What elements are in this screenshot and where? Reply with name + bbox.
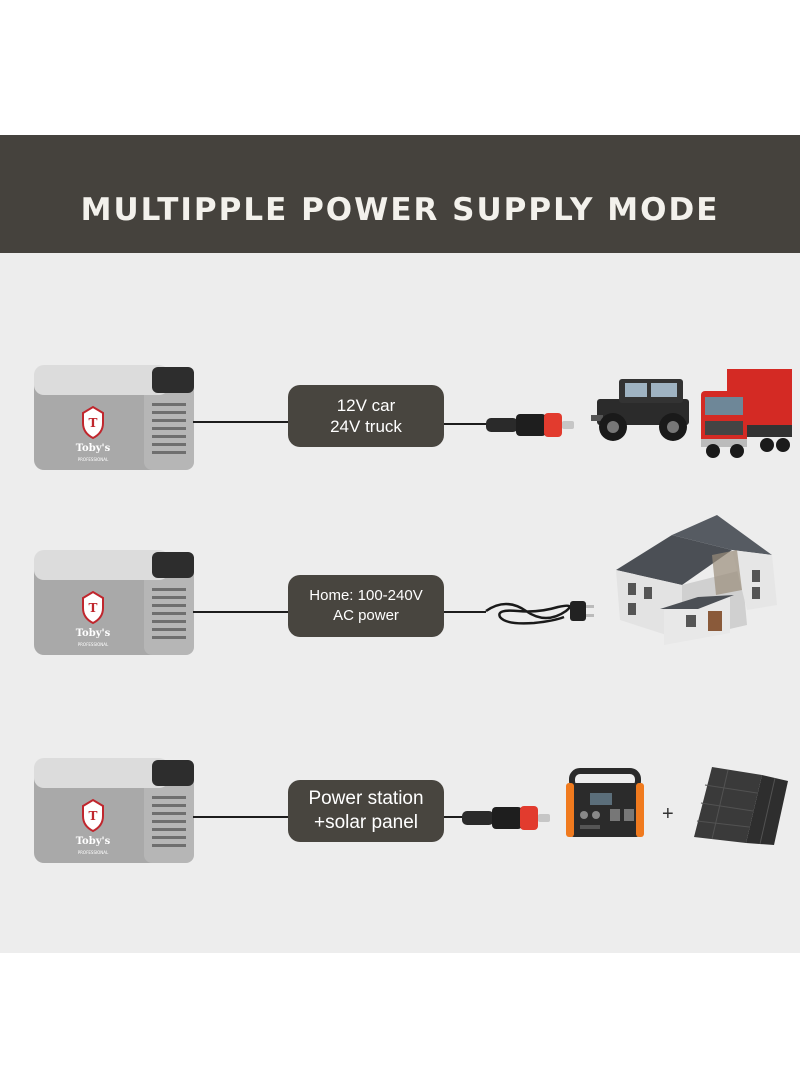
power-station-icon: [566, 768, 644, 837]
page-title: MULTIPPLE POWER SUPPLY MODE: [80, 192, 720, 228]
svg-text:T: T: [89, 416, 98, 430]
mode-line1: Power station: [308, 788, 424, 809]
svg-text:T: T: [89, 809, 98, 823]
mode-label-car: 12V car 24V truck: [288, 385, 444, 447]
mode-row-power-station: T Toby's PROFESSIONAL Power station +sol…: [0, 753, 800, 883]
power-cable: [193, 421, 288, 423]
fridge-subtitle: PROFESSIONAL: [78, 457, 109, 462]
car-plug-icon: [486, 413, 574, 437]
fridge-brand: Toby's: [76, 443, 111, 454]
power-cable: [444, 611, 486, 613]
header-banner: MULTIPPLE POWER SUPPLY MODE: [0, 135, 800, 253]
plus-sign: +: [662, 803, 674, 825]
power-cable: [193, 816, 288, 818]
fridge-brand: Toby's: [76, 836, 111, 847]
fridge-brand: Toby's: [76, 628, 111, 639]
mode-line2: +solar panel: [313, 812, 419, 833]
fridge-icon: T Toby's PROFESSIONAL: [34, 758, 194, 863]
fridge-subtitle: PROFESSIONAL: [78, 642, 109, 647]
truck-icon: [701, 369, 792, 458]
fridge-subtitle: PROFESSIONAL: [78, 850, 109, 855]
mode-line1: Home: 100-240V: [309, 587, 423, 604]
power-cable: [444, 816, 464, 818]
ac-plug-icon: [485, 601, 594, 625]
power-cable: [193, 611, 288, 613]
mode-line2: 24V truck: [330, 417, 402, 436]
house-icon: [616, 515, 777, 645]
power-cable: [444, 423, 488, 425]
mode-row-car: T Toby's PROFESSIONAL 12V car 24V truck: [0, 360, 800, 490]
mode-line2: AC power: [333, 607, 399, 624]
fridge-icon: T Toby's PROFESSIONAL: [34, 365, 194, 470]
mode-label-power-station: Power station +solar panel: [288, 780, 444, 842]
svg-text:T: T: [89, 601, 98, 615]
mode-row-home: T Toby's PROFESSIONAL Home: 100-240V AC …: [0, 515, 800, 675]
jeep-icon: [591, 379, 689, 441]
solar-panel-icon: [694, 767, 788, 845]
mode-label-home: Home: 100-240V AC power: [288, 575, 444, 637]
fridge-icon: T Toby's PROFESSIONAL: [34, 550, 194, 655]
car-plug-icon: [462, 806, 550, 830]
mode-line1: 12V car: [336, 396, 396, 415]
